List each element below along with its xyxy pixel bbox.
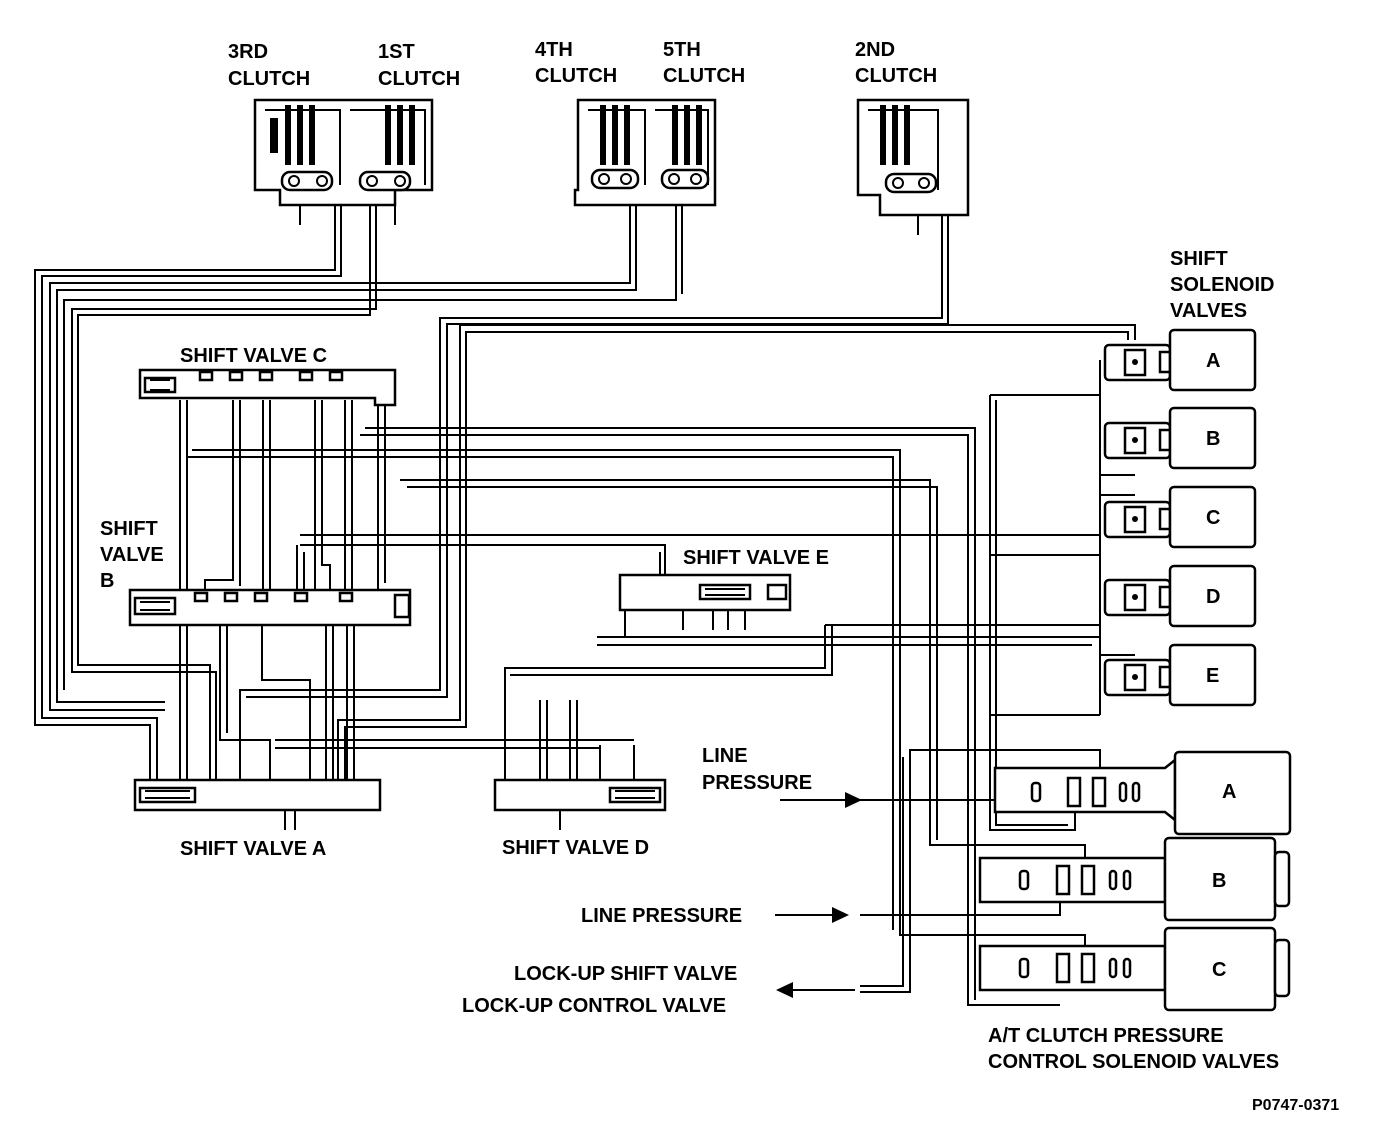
- shift-solenoid-title-2: SOLENOID: [1170, 274, 1274, 296]
- lockup-shift-valve-label: LOCK-UP SHIFT VALVE: [514, 963, 737, 985]
- pressure-solenoid-c: [978, 926, 1291, 1012]
- shift-solenoid-e: [1103, 643, 1257, 707]
- shift-valve-c-body: [138, 368, 397, 407]
- shift-valve-b-body: [128, 588, 412, 627]
- hydraulic-passages: [34, 205, 1136, 1006]
- clutch-1st-label-1: 1ST: [378, 41, 415, 63]
- shift-solenoid-b-label: B: [1206, 428, 1220, 450]
- shift-valve-c-label: SHIFT VALVE C: [180, 345, 327, 367]
- pressure-solenoid-c-label: C: [1212, 959, 1226, 981]
- shift-solenoid-d-label: D: [1206, 586, 1220, 608]
- clutch-3rd-label-1: 3RD: [228, 41, 268, 63]
- shift-valve-a-body: [133, 778, 382, 830]
- shift-solenoid-e-label: E: [1206, 665, 1219, 687]
- shift-valve-d-body: [493, 778, 667, 830]
- pressure-solenoid-title-1: A/T CLUTCH PRESSURE: [988, 1025, 1224, 1047]
- clutch-2nd-assembly: [856, 98, 970, 235]
- pressure-solenoid-b-label: B: [1212, 870, 1226, 892]
- lockup-arrow: [776, 982, 855, 998]
- clutch-1st-label-2: CLUTCH: [378, 68, 460, 90]
- shift-solenoid-b: [1103, 406, 1257, 470]
- shift-valve-e-label: SHIFT VALVE E: [683, 547, 829, 569]
- shift-solenoid-title-3: VALVES: [1170, 300, 1247, 322]
- line-pressure-label-1a: LINE: [702, 745, 748, 767]
- clutch-3rd-label-2: CLUTCH: [228, 68, 310, 90]
- shift-valve-d-label: SHIFT VALVE D: [502, 837, 649, 859]
- clutch-2nd-label-1: 2ND: [855, 39, 895, 61]
- clutch-5th-label-2: CLUTCH: [663, 65, 745, 87]
- shift-valve-b-label-2: VALVE: [100, 544, 164, 566]
- shift-solenoid-d: [1103, 564, 1257, 628]
- clutch-2nd-label-2: CLUTCH: [855, 65, 937, 87]
- clutch-4th-label-2: CLUTCH: [535, 65, 617, 87]
- line-pressure-label-2: LINE PRESSURE: [581, 905, 742, 927]
- pressure-solenoid-a-label: A: [1222, 781, 1236, 803]
- pressure-solenoid-title-2: CONTROL SOLENOID VALVES: [988, 1051, 1279, 1073]
- shift-valve-a-label: SHIFT VALVE A: [180, 838, 326, 860]
- shift-valve-b-label-1: SHIFT: [100, 518, 158, 540]
- shift-solenoid-c: [1103, 485, 1257, 549]
- shift-solenoid-title-1: SHIFT: [1170, 248, 1228, 270]
- line-pressure-label-1b: PRESSURE: [702, 772, 812, 794]
- pressure-solenoid-a: [993, 750, 1292, 836]
- clutch-4th-label-1: 4TH: [535, 39, 573, 61]
- clutch-3rd-1st-assembly: [253, 98, 434, 225]
- shift-solenoid-a: [1103, 328, 1257, 392]
- figure-id: P0747-0371: [1252, 1097, 1339, 1114]
- pressure-solenoid-b: [978, 836, 1291, 922]
- shift-valve-e-body: [618, 573, 792, 637]
- lockup-control-valve-label: LOCK-UP CONTROL VALVE: [462, 995, 726, 1017]
- shift-valve-b-label-3: B: [100, 570, 114, 592]
- line-pressure-arrow-2: [775, 907, 849, 923]
- clutch-4th-5th-assembly: [573, 98, 717, 207]
- shift-solenoid-c-label: C: [1206, 507, 1220, 529]
- clutch-5th-label-1: 5TH: [663, 39, 701, 61]
- shift-solenoid-a-label: A: [1206, 350, 1220, 372]
- line-pressure-arrow-1: [780, 792, 862, 808]
